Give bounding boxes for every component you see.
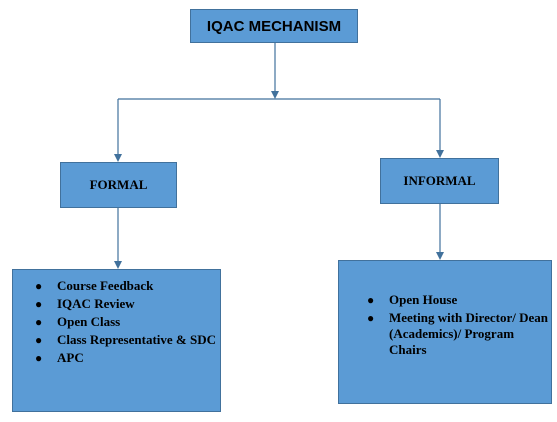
bullet-icon: ● [35,279,43,293]
list-item-text: IQAC Review [57,296,135,311]
title-box: IQAC MECHANISM [190,9,358,43]
list-item-text: Open Class [57,314,121,329]
list-item-text: Class Representative & SDC [57,332,216,347]
list-item: ● IQAC Review [27,296,217,312]
list-item: ● Open Class [27,314,217,330]
list-item: ● APC [27,350,217,366]
bullet-icon: ● [367,293,375,307]
list-item-text: APC [57,350,84,365]
informal-items-box: ● Open House ● Meeting with Director/ Dean… [338,260,552,404]
list-item-text: Meeting with Director/ Dean (Academics)/… [389,310,548,357]
list-item: ● Class Representative & SDC [27,332,217,348]
list-item: ● Course Feedback [27,278,217,294]
bullet-icon: ● [35,351,43,365]
bullet-icon: ● [35,315,43,329]
bullet-icon: ● [35,333,43,347]
list-item: ● Meeting with Director/ Dean (Academics)… [359,310,549,358]
bullet-icon: ● [35,297,43,311]
list-item-text: Open House [389,292,458,307]
diagram-title: IQAC MECHANISM [206,17,342,35]
list-item: ● Open House [359,292,549,308]
informal-items-list: ● Open House ● Meeting with Director/ Dean… [359,292,549,360]
informal-box: INFORMAL [380,158,499,204]
formal-items-box: ● Course Feedback ● IQAC Review ● Open Clas… [12,269,221,412]
bullet-icon: ● [367,311,375,325]
formal-box: FORMAL [60,162,177,208]
formal-items-list: ● Course Feedback ● IQAC Review ● Open Clas… [27,278,217,368]
informal-label: INFORMAL [403,173,476,188]
list-item-text: Course Feedback [57,278,154,293]
formal-label: FORMAL [89,177,148,192]
